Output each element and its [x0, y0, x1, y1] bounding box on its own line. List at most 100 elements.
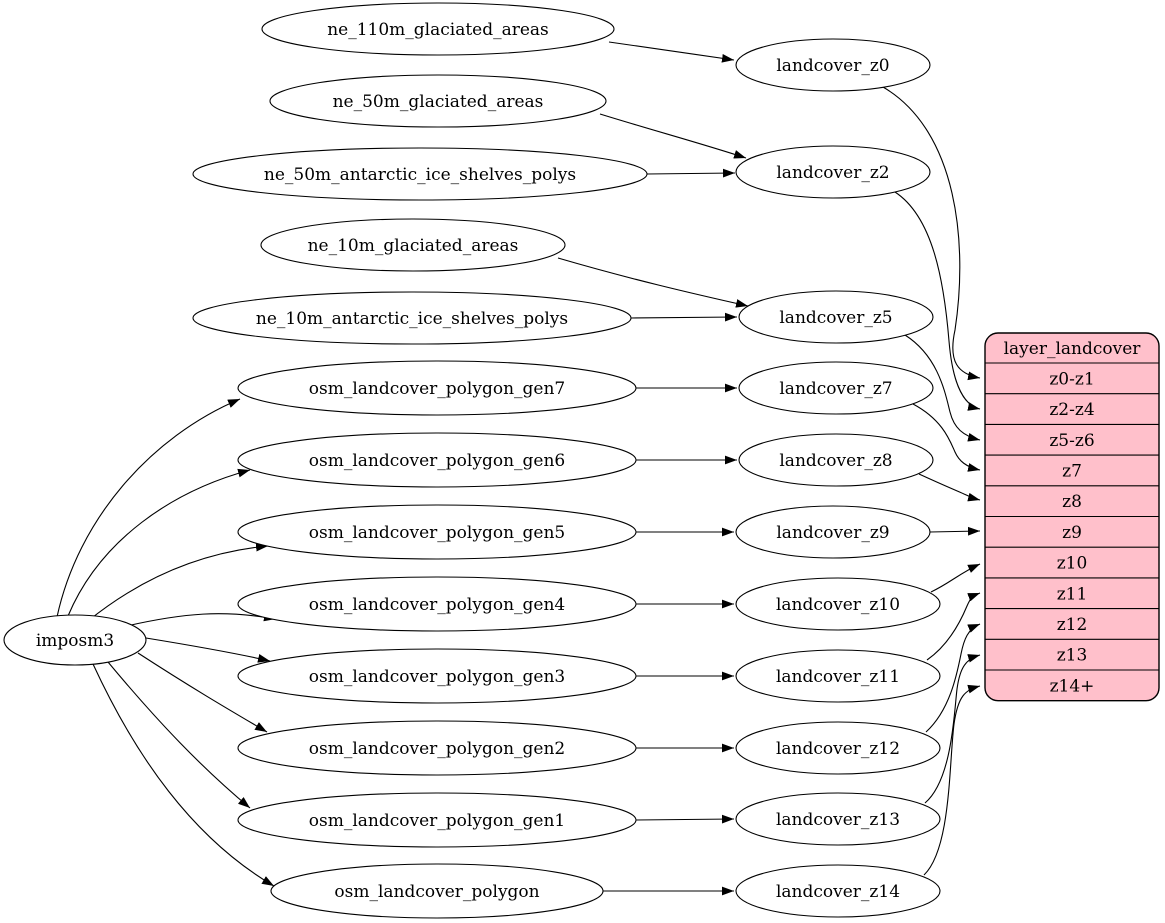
edge-ne_10m_antarctic_ice_shelves_polys--landcover_z5: [630, 312, 738, 322]
edge-imposm3--osm_landcover_polygon_gen2: [137, 652, 268, 733]
table-row-label-z2-z4: z2-z4: [1049, 400, 1094, 420]
node-ellipse-osm_landcover_polygon_gen5: [237, 504, 637, 560]
node-label-osm_landcover_polygon_gen7: osm_landcover_polygon_gen7: [309, 379, 565, 399]
node-osm_landcover_polygon_gen4: osm_landcover_polygon_gen4: [237, 576, 637, 632]
edge-ne_10m_glaciated_areas--landcover_z5: [557, 257, 749, 308]
node-ellipse-landcover_z2: [735, 145, 931, 199]
node-ne_10m_antarctic_ice_shelves_polys: ne_10m_antarctic_ice_shelves_polys: [192, 291, 632, 345]
node-label-osm_landcover_polygon_gen5: osm_landcover_polygon_gen5: [309, 523, 565, 543]
node-landcover_z7: landcover_z7: [738, 361, 934, 415]
edge-landcover_z5--z5-z6: [904, 334, 981, 442]
node-ellipse-landcover_z12: [735, 721, 941, 775]
table-row-label-z13: z13: [1057, 646, 1088, 666]
edge-landcover_z9--z9: [929, 526, 981, 536]
node-landcover_z12: landcover_z12: [735, 721, 941, 775]
node-osm_landcover_polygon_gen3: osm_landcover_polygon_gen3: [237, 648, 637, 704]
node-ellipse-osm_landcover_polygon_gen4: [237, 576, 637, 632]
edge-imposm3--osm_landcover_polygon: [92, 663, 275, 887]
node-label-ne_50m_glaciated_areas: ne_50m_glaciated_areas: [333, 92, 544, 112]
node-label-ne_50m_antarctic_ice_shelves_polys: ne_50m_antarctic_ice_shelves_polys: [264, 165, 576, 185]
node-label-landcover_z9: landcover_z9: [776, 523, 889, 543]
node-label-osm_landcover_polygon_gen1: osm_landcover_polygon_gen1: [309, 811, 565, 831]
table-row-label-z14+: z14+: [1050, 676, 1095, 696]
edge-landcover_z13--z13: [924, 654, 981, 804]
edge-landcover_z12--z12: [925, 623, 981, 733]
node-label-osm_landcover_polygon_gen3: osm_landcover_polygon_gen3: [309, 667, 565, 687]
node-ellipse-landcover_z10: [735, 577, 941, 631]
table-row-label-z9: z9: [1062, 523, 1082, 543]
node-osm_landcover_polygon_gen2: osm_landcover_polygon_gen2: [237, 720, 637, 776]
edge-landcover_z0--z0-z1: [882, 86, 981, 381]
node-osm_landcover_polygon: osm_landcover_polygon: [270, 863, 604, 919]
table-row-label-z12: z12: [1057, 615, 1088, 635]
edge-landcover_z8--z8: [918, 473, 981, 502]
edge-imposm3--osm_landcover_polygon_gen1: [107, 661, 251, 809]
node-landcover_z11: landcover_z11: [735, 649, 941, 703]
node-ellipse-osm_landcover_polygon_gen2: [237, 720, 637, 776]
node-ellipse-osm_landcover_polygon_gen1: [237, 792, 637, 848]
edge-landcover_z11--z11: [926, 592, 981, 661]
table-row-label-z8: z8: [1062, 492, 1082, 512]
edge-imposm3--osm_landcover_polygon_gen3: [145, 637, 271, 663]
node-label-landcover_z11: landcover_z11: [776, 667, 900, 687]
node-landcover_z0: landcover_z0: [735, 38, 931, 92]
node-imposm3: imposm3: [3, 614, 147, 666]
node-label-osm_landcover_polygon: osm_landcover_polygon: [334, 882, 539, 902]
nodes-layer: ne_110m_glaciated_areas ne_50m_glaciated_…: [3, 2, 941, 919]
node-ellipse-imposm3: [3, 614, 147, 666]
node-label-osm_landcover_polygon_gen6: osm_landcover_polygon_gen6: [309, 451, 565, 471]
node-label-landcover_z7: landcover_z7: [779, 379, 892, 399]
table-row-label-z0-z1: z0-z1: [1049, 369, 1094, 389]
node-label-landcover_z12: landcover_z12: [776, 739, 900, 759]
node-ellipse-landcover_z11: [735, 649, 941, 703]
layer-landcover-table: layer_landcoverz0-z1z2-z4z5-z6z7z8z9z10z…: [984, 332, 1160, 702]
node-ellipse-landcover_z5: [738, 290, 934, 344]
node-ne_50m_glaciated_areas: ne_50m_glaciated_areas: [269, 74, 607, 128]
edge-imposm3--osm_landcover_polygon_gen6: [67, 468, 251, 617]
node-osm_landcover_polygon_gen1: osm_landcover_polygon_gen1: [237, 792, 637, 848]
node-ne_110m_glaciated_areas: ne_110m_glaciated_areas: [261, 2, 615, 56]
node-landcover_z8: landcover_z8: [738, 433, 934, 487]
edge-osm_landcover_polygon_gen1--landcover_z13: [635, 814, 735, 824]
node-ellipse-landcover_z13: [735, 792, 941, 846]
table-row-label-z10: z10: [1057, 554, 1088, 574]
edge-landcover_z10--z10: [930, 563, 981, 593]
node-ellipse-ne_10m_glaciated_areas: [260, 218, 566, 272]
node-ellipse-landcover_z7: [738, 361, 934, 415]
node-label-imposm3: imposm3: [36, 631, 114, 651]
node-label-ne_110m_glaciated_areas: ne_110m_glaciated_areas: [327, 20, 549, 40]
edge-landcover_z14--z14+: [923, 684, 981, 876]
node-label-osm_landcover_polygon_gen2: osm_landcover_polygon_gen2: [309, 739, 565, 759]
node-ellipse-ne_10m_antarctic_ice_shelves_polys: [192, 291, 632, 345]
edge-imposm3--osm_landcover_polygon_gen5: [87, 542, 269, 622]
node-osm_landcover_polygon_gen6: osm_landcover_polygon_gen6: [237, 432, 637, 488]
node-osm_landcover_polygon_gen5: osm_landcover_polygon_gen5: [237, 504, 637, 560]
node-landcover_z13: landcover_z13: [735, 792, 941, 846]
edge-imposm3--osm_landcover_polygon_gen7: [56, 398, 241, 618]
edge-ne_110m_glaciated_areas--landcover_z0: [608, 41, 735, 63]
table-row-label-z11: z11: [1057, 584, 1088, 604]
node-osm_landcover_polygon_gen7: osm_landcover_polygon_gen7: [237, 360, 637, 416]
node-landcover_z14: landcover_z14: [735, 864, 941, 918]
node-label-ne_10m_glaciated_areas: ne_10m_glaciated_areas: [308, 236, 519, 256]
node-label-landcover_z0: landcover_z0: [776, 56, 889, 76]
node-label-landcover_z2: landcover_z2: [776, 163, 889, 183]
node-ellipse-osm_landcover_polygon_gen7: [237, 360, 637, 416]
edge-ne_50m_glaciated_areas--landcover_z2: [599, 113, 747, 159]
node-ellipse-osm_landcover_polygon: [270, 863, 604, 919]
node-ellipse-ne_110m_glaciated_areas: [261, 2, 615, 56]
node-label-osm_landcover_polygon_gen4: osm_landcover_polygon_gen4: [309, 595, 565, 615]
edge-landcover_z7--z7: [912, 403, 981, 472]
node-landcover_z9: landcover_z9: [735, 505, 931, 559]
node-label-landcover_z10: landcover_z10: [776, 595, 900, 615]
edge-landcover_z2--z2-z4: [894, 191, 981, 411]
node-ellipse-landcover_z14: [735, 864, 941, 918]
edges-layer: [56, 41, 981, 896]
node-landcover_z10: landcover_z10: [735, 577, 941, 631]
node-ellipse-ne_50m_glaciated_areas: [269, 74, 607, 128]
node-label-landcover_z5: landcover_z5: [779, 308, 892, 328]
node-landcover_z2: landcover_z2: [735, 145, 931, 199]
node-ellipse-osm_landcover_polygon_gen3: [237, 648, 637, 704]
node-label-landcover_z13: landcover_z13: [776, 810, 900, 830]
